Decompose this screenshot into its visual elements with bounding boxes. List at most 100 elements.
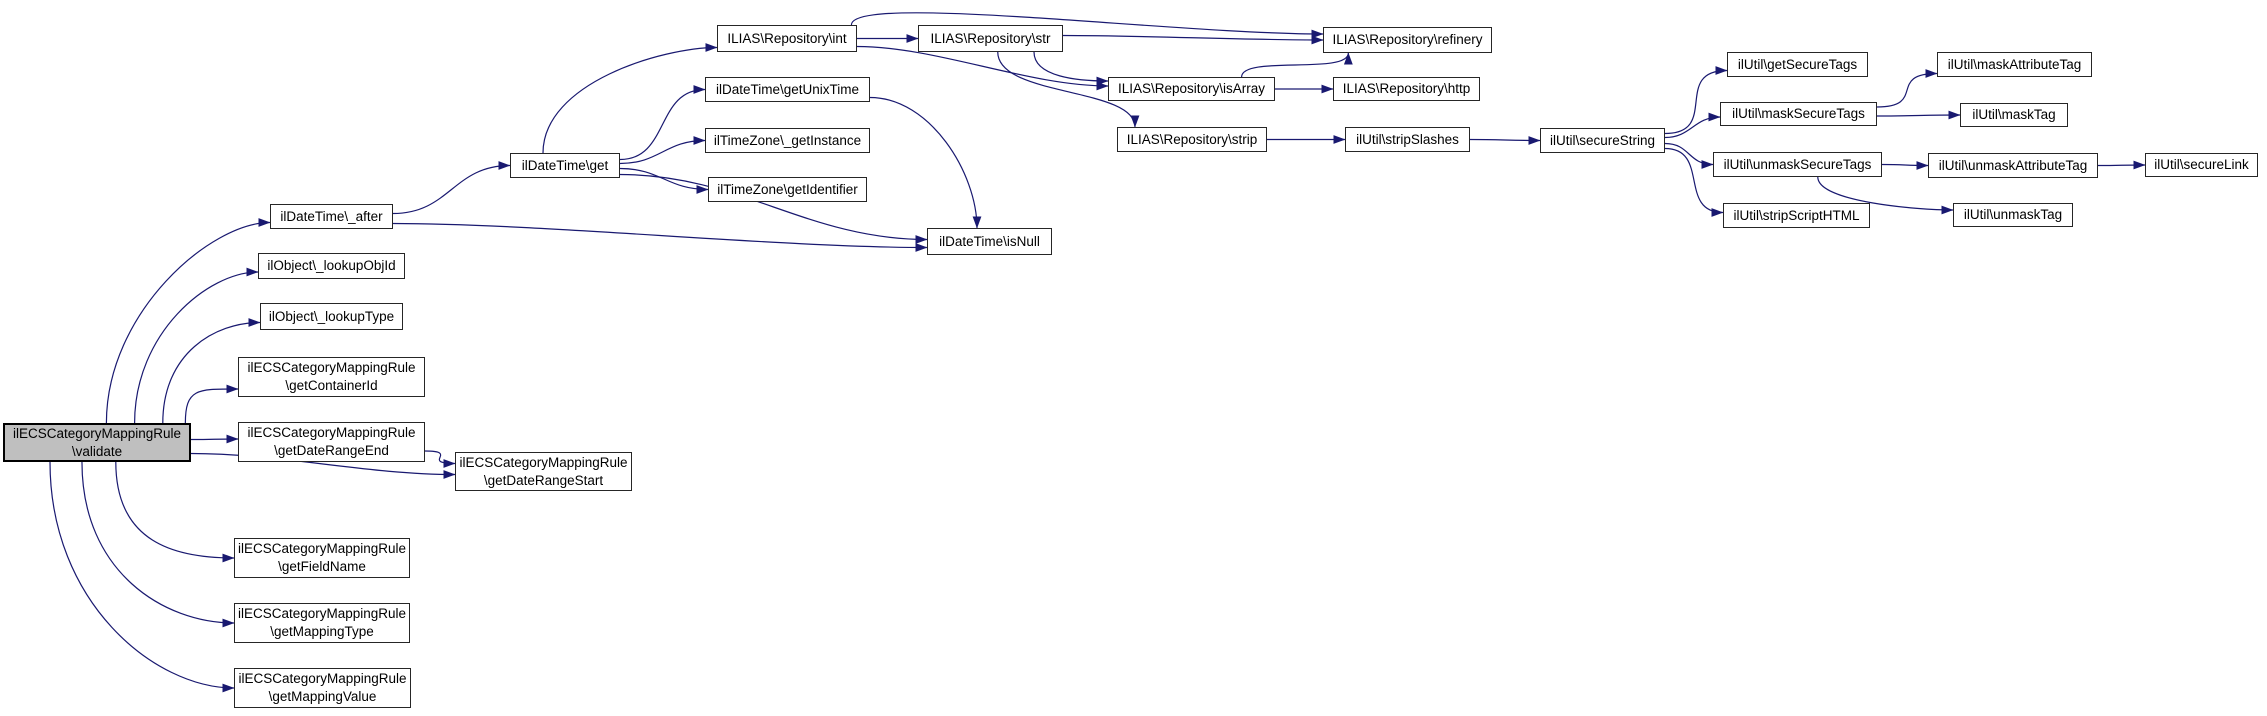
node-label-line: ilECSCategoryMappingRule	[459, 454, 628, 470]
node-label-line: ILIAS\Repository\refinery	[1332, 32, 1483, 47]
node-label-line: ilECSCategoryMappingRule	[247, 360, 416, 375]
node-unmaskSecureTags[interactable]: ilUtil\unmaskSecureTags	[1713, 152, 1882, 177]
node-maskSecureTags[interactable]: ilUtil\maskSecureTags	[1720, 102, 1877, 126]
node-label-line: ilDateTime\_after	[280, 208, 383, 224]
edge-secureString-maskSecureTags	[1664, 112, 1721, 139]
node-after[interactable]: ilDateTime\_after	[270, 204, 393, 229]
edge-get-isNull	[619, 173, 928, 244]
edge-str-isArray	[1033, 51, 1109, 86]
edge-secureString-stripScriptHTML	[1664, 147, 1724, 217]
edge-validate-getDateRangeStart	[190, 452, 456, 479]
node-getInstance[interactable]: ilTimeZone\_getInstance	[705, 128, 870, 153]
node-maskAttributeTag[interactable]: ilUtil\maskAttributeTag	[1937, 52, 2092, 77]
edge-validate-lookupType	[162, 318, 261, 424]
node-label-line: ilECSCategoryMappingRule	[238, 671, 407, 686]
edge-validate-getDateRangeEnd	[190, 434, 239, 444]
node-getDateRangeEnd[interactable]: ilECSCategoryMappingRule \getDateRangeEnd	[238, 422, 425, 462]
node-label-line: ilECSCategoryMappingRule	[237, 606, 407, 621]
node-label-line: ilDateTime\isNull	[939, 233, 1040, 249]
node-maskTag[interactable]: ilUtil\maskTag	[1960, 103, 2068, 127]
node-label-line: ilDateTime\get	[521, 157, 609, 173]
node-label-line: ilUtil\unmaskAttributeTag	[1938, 157, 2088, 173]
edge-get-getIdentifier	[619, 167, 709, 194]
node-lookupObjId[interactable]: ilObject\_lookupObjId	[258, 253, 405, 279]
edge-maskSecureTags-maskAttributeTag	[1876, 69, 1938, 108]
node-getDateRangeStart[interactable]: ilECSCategoryMappingRule \getDateRangeSta…	[455, 452, 632, 491]
edge-after-get	[392, 161, 511, 215]
node-stripScriptHTML[interactable]: ilUtil\stripScriptHTML	[1723, 203, 1870, 228]
node-label-line: ilTimeZone\getIdentifier	[717, 181, 858, 197]
node-label-line: ilDateTime\getUnixTime	[715, 81, 860, 97]
node-label-line: ILIAS\Repository\int	[727, 30, 847, 46]
node-getMappingType[interactable]: ilECSCategoryMappingRule \getMappingType	[234, 603, 410, 643]
edge-validate-after	[105, 218, 271, 424]
node-label-line: \getFieldName	[278, 559, 366, 574]
node-label-line: \getDateRangeEnd	[274, 443, 389, 458]
edge-int-isArray	[856, 45, 1109, 91]
node-label-line: ilUtil\unmaskSecureTags	[1723, 156, 1872, 172]
node-label-line: ILIAS\Repository\isArray	[1117, 81, 1266, 96]
edge-unmaskSecureTags-unmaskAttributeTag	[1881, 161, 1929, 170]
node-label-line: ILIAS\Repository\strip	[1126, 131, 1258, 147]
edge-after-isNull	[392, 222, 928, 252]
node-label-line: ilUtil\secureString	[1549, 132, 1656, 148]
node-label-line: ilUtil\maskAttributeTag	[1947, 56, 2082, 72]
node-getSecureTags[interactable]: ilUtil\getSecureTags	[1727, 52, 1868, 77]
node-label-line: \getContainerId	[285, 378, 378, 393]
node-label-line: ilUtil\stripScriptHTML	[1733, 207, 1860, 223]
node-label-line: \getDateRangeStart	[483, 472, 604, 488]
node-label-line: ilUtil\getSecureTags	[1737, 56, 1858, 72]
node-get[interactable]: ilDateTime\get	[510, 153, 620, 178]
node-stripSlashes[interactable]: ilUtil\stripSlashes	[1345, 127, 1470, 152]
node-refinery[interactable]: ILIAS\Repository\refinery	[1323, 27, 1492, 53]
edge-secureString-getSecureTags	[1664, 66, 1728, 135]
edge-str-strip	[997, 51, 1140, 128]
edge-validate-lookupObjId	[134, 267, 259, 424]
node-http[interactable]: ILIAS\Repository\http	[1333, 77, 1480, 101]
node-validate: ilECSCategoryMappingRule \validate	[3, 423, 191, 462]
node-label-line: ilECSCategoryMappingRule	[12, 425, 182, 441]
node-label-line: ilUtil\stripSlashes	[1356, 131, 1459, 147]
node-label-line: ilUtil\maskSecureTags	[1732, 106, 1865, 121]
node-str[interactable]: ILIAS\Repository\str	[918, 25, 1063, 52]
node-label-line: ilObject\_lookupType	[268, 308, 395, 324]
edge-get-getUnixTime	[619, 85, 706, 161]
edge-getDateRangeEnd-getDateRangeStart	[424, 450, 456, 468]
node-lookupType[interactable]: ilObject\_lookupType	[260, 303, 403, 330]
node-getMappingValue[interactable]: ilECSCategoryMappingRule \getMappingValue	[234, 668, 411, 708]
edge-validate-getFieldName	[115, 461, 235, 563]
node-unmaskTag[interactable]: ilUtil\unmaskTag	[1953, 203, 2073, 227]
node-label-line: \validate	[71, 443, 123, 459]
node-unmaskAttributeTag[interactable]: ilUtil\unmaskAttributeTag	[1928, 153, 2098, 178]
node-int[interactable]: ILIAS\Repository\int	[717, 25, 857, 52]
edge-secureString-unmaskSecureTags	[1664, 142, 1714, 169]
node-label-line: ilTimeZone\_getInstance	[713, 132, 862, 148]
node-getContainerId[interactable]: ilECSCategoryMappingRule \getContainerId	[238, 357, 425, 397]
node-label-line: ilECSCategoryMappingRule	[247, 425, 416, 440]
node-secureString[interactable]: ilUtil\secureString	[1540, 128, 1665, 153]
node-label-line: ilObject\_lookupObjId	[267, 258, 396, 273]
node-getFieldName[interactable]: ilECSCategoryMappingRule \getFieldName	[234, 538, 410, 578]
edge-unmaskAttributeTag-secureLink	[2097, 160, 2146, 170]
node-getUnixTime[interactable]: ilDateTime\getUnixTime	[705, 77, 870, 102]
edge-stripSlashes-secureString	[1469, 136, 1541, 145]
node-isNull[interactable]: ilDateTime\isNull	[927, 228, 1052, 255]
node-label-line: ILIAS\Repository\str	[930, 30, 1051, 46]
node-isArray[interactable]: ILIAS\Repository\isArray	[1108, 77, 1275, 101]
edge-validate-getMappingValue	[49, 461, 235, 693]
edge-validate-getContainerId	[184, 384, 239, 424]
node-getIdentifier[interactable]: ilTimeZone\getIdentifier	[708, 177, 867, 202]
node-secureLink[interactable]: ilUtil\secureLink	[2145, 153, 2258, 177]
node-label-line: ilUtil\maskTag	[1972, 107, 2056, 122]
edge-int-refinery	[850, 12, 1324, 39]
node-label-line: \getMappingValue	[268, 689, 377, 704]
edge-str-refinery	[1062, 34, 1324, 45]
node-label-line: ilECSCategoryMappingRule	[237, 541, 407, 556]
edge-get-int	[542, 43, 718, 154]
edge-validate-getMappingType	[81, 461, 235, 628]
edge-maskSecureTags-maskTag	[1876, 110, 1961, 120]
node-strip[interactable]: ILIAS\Repository\strip	[1117, 127, 1267, 152]
node-label-line: \getMappingType	[270, 624, 374, 639]
